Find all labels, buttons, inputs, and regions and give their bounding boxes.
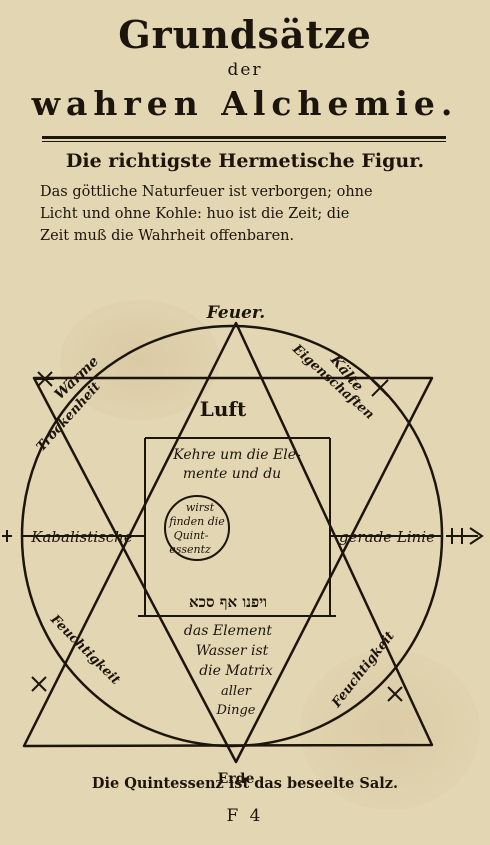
title-rule-thin [42,141,446,142]
lower-text-line: das Element [184,623,273,639]
quintessence-circle [164,495,230,561]
water-triangle [32,376,434,764]
title-main: Grundsätze [118,12,372,57]
label-erde: Erde [218,771,255,787]
center-top-line: mente und du [183,466,281,482]
cross-mark-icon [371,379,389,397]
circle-text-line: finden die [168,515,225,528]
paragraph-line: Das göttliche Naturfeuer ist verborgen; … [40,184,373,200]
center-top-line: Kehre um die Ele- [172,447,301,463]
cross-mark-icon [387,686,403,702]
lower-text-line: Wasser ist [196,643,269,659]
title-rule-thick [42,136,446,139]
label-luft: Luft [200,397,247,421]
figure-caption: Die Quintessenz ist das beseelte Salz. [91,775,399,792]
title-sub: wahren Alchemie. [31,84,459,123]
lower-text-line: Dinge [216,703,256,718]
lower-text-line: aller [221,684,252,699]
hebrew-line: ויפנו אף סכא [189,593,267,611]
cross-mark-icon [36,371,54,387]
circle-text-line: essentz [169,543,211,556]
cross-mark-icon [31,676,47,692]
lower-text-line: die Matrix [199,663,273,679]
paragraph-line: Licht und ohne Kohle: huo ist die Zeit; … [40,206,350,222]
label-feuer: Feuer. [206,303,265,323]
signature-mark: F 4 [226,806,264,826]
left-arrow-mark-icon [2,530,12,542]
title-der: der [227,60,263,80]
circle-text-line: Quint- [174,529,209,542]
paragraph-line: Zeit muß die Wahrheit offenbaren. [40,228,295,244]
right-arrow-mark-icon [446,527,484,545]
label-kabalistische: Kabalistische [30,528,133,546]
circle-text-line: wirst [186,501,215,514]
label-gerade-linie: gerade Linie [339,528,435,546]
section-heading: Die richtigste Hermetische Figur. [65,150,425,172]
body-paragraph: Das göttliche Naturfeuer ist verborgen; … [40,181,450,247]
